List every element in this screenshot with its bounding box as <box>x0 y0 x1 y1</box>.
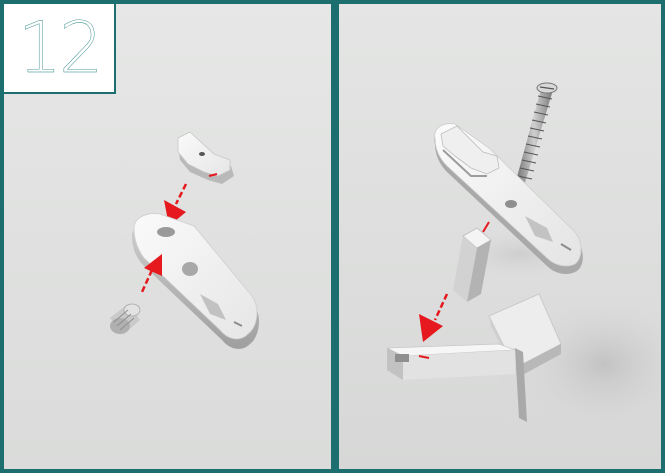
step-number-box: 12 <box>4 4 116 94</box>
step-number: 12 <box>17 13 100 83</box>
screw-anchor-part <box>110 304 140 334</box>
top-clip-part <box>178 132 234 184</box>
right-assembly-drawing <box>339 4 661 469</box>
arrow-down-icon <box>419 294 447 342</box>
right-illustration-panel <box>339 4 661 469</box>
mounting-plate-part <box>132 214 259 349</box>
